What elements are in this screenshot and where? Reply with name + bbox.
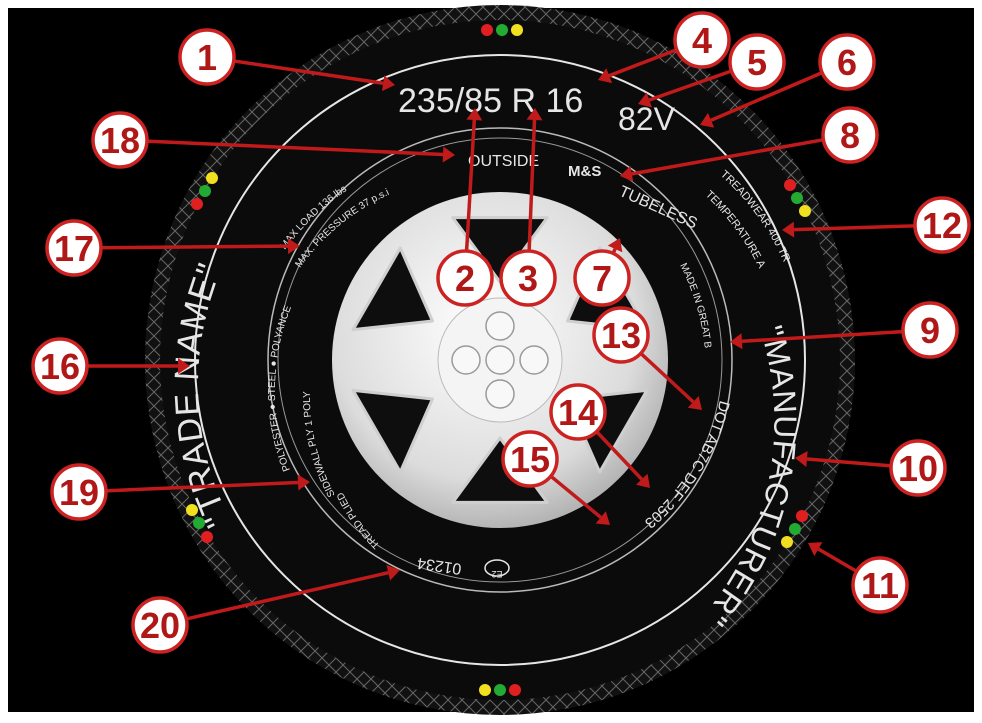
load-speed-index: 82V bbox=[618, 101, 676, 137]
callout-number: 4 bbox=[692, 20, 712, 61]
callout-6: 6 bbox=[820, 35, 874, 89]
callout-arrow-line bbox=[100, 246, 288, 248]
lug-nut bbox=[486, 380, 514, 408]
callout-number: 6 bbox=[837, 42, 857, 83]
callout-13: 13 bbox=[594, 308, 648, 362]
callout-number: 16 bbox=[40, 346, 80, 387]
lug-nut bbox=[520, 346, 548, 374]
callout-number: 18 bbox=[100, 120, 140, 161]
callout-1: 1 bbox=[180, 30, 234, 84]
balance-dot bbox=[496, 24, 508, 36]
callout-17: 17 bbox=[47, 221, 101, 275]
callout-19: 19 bbox=[52, 465, 106, 519]
callout-number: 8 bbox=[840, 115, 860, 156]
ms-text: M&S bbox=[568, 163, 601, 180]
balance-dot bbox=[199, 185, 211, 197]
callout-3: 3 bbox=[501, 251, 555, 305]
callout-14: 14 bbox=[551, 385, 605, 439]
callout-8: 8 bbox=[823, 108, 877, 162]
balance-dot bbox=[781, 536, 793, 548]
callout-10: 10 bbox=[891, 441, 945, 495]
tire-size-code: 235/85 R 16 bbox=[398, 82, 583, 120]
balance-dot bbox=[784, 179, 796, 191]
callout-4: 4 bbox=[675, 13, 729, 67]
callout-12: 12 bbox=[915, 198, 969, 252]
callout-number: 2 bbox=[455, 258, 475, 299]
outside-text: OUTSIDE bbox=[468, 153, 539, 170]
callout-number: 20 bbox=[140, 605, 180, 646]
balance-dot bbox=[509, 684, 521, 696]
callout-number: 10 bbox=[898, 448, 938, 489]
callout-16: 16 bbox=[33, 339, 87, 393]
balance-dot bbox=[479, 684, 491, 696]
callout-number: 12 bbox=[922, 205, 962, 246]
balance-dot bbox=[206, 172, 218, 184]
callout-18: 18 bbox=[93, 113, 147, 167]
balance-dot bbox=[791, 192, 803, 204]
lug-nut bbox=[486, 346, 514, 374]
callout-number: 1 bbox=[197, 37, 217, 78]
callout-number: 13 bbox=[601, 315, 641, 356]
e-mark-text: E2 bbox=[491, 569, 502, 579]
balance-dot bbox=[494, 684, 506, 696]
lug-nut bbox=[486, 312, 514, 340]
callout-7: 7 bbox=[575, 251, 629, 305]
balance-dot bbox=[191, 198, 203, 210]
callout-number: 17 bbox=[54, 228, 94, 269]
callout-number: 9 bbox=[920, 310, 940, 351]
callout-number: 15 bbox=[510, 439, 550, 480]
callout-number: 5 bbox=[747, 42, 767, 83]
callout-number: 14 bbox=[558, 392, 598, 433]
lug-nut bbox=[452, 346, 480, 374]
callout-11: 11 bbox=[853, 558, 907, 612]
balance-dot bbox=[796, 510, 808, 522]
balance-dot bbox=[511, 24, 523, 36]
callout-15: 15 bbox=[503, 432, 557, 486]
callout-number: 7 bbox=[592, 258, 612, 299]
callout-9: 9 bbox=[903, 303, 957, 357]
callout-2: 2 bbox=[438, 251, 492, 305]
balance-dot bbox=[799, 205, 811, 217]
callout-20: 20 bbox=[133, 598, 187, 652]
callout-number: 19 bbox=[59, 472, 99, 513]
callout-5: 5 bbox=[730, 35, 784, 89]
callout-number: 3 bbox=[518, 258, 538, 299]
callout-number: 11 bbox=[861, 565, 899, 606]
balance-dot bbox=[481, 24, 493, 36]
balance-dot bbox=[789, 523, 801, 535]
